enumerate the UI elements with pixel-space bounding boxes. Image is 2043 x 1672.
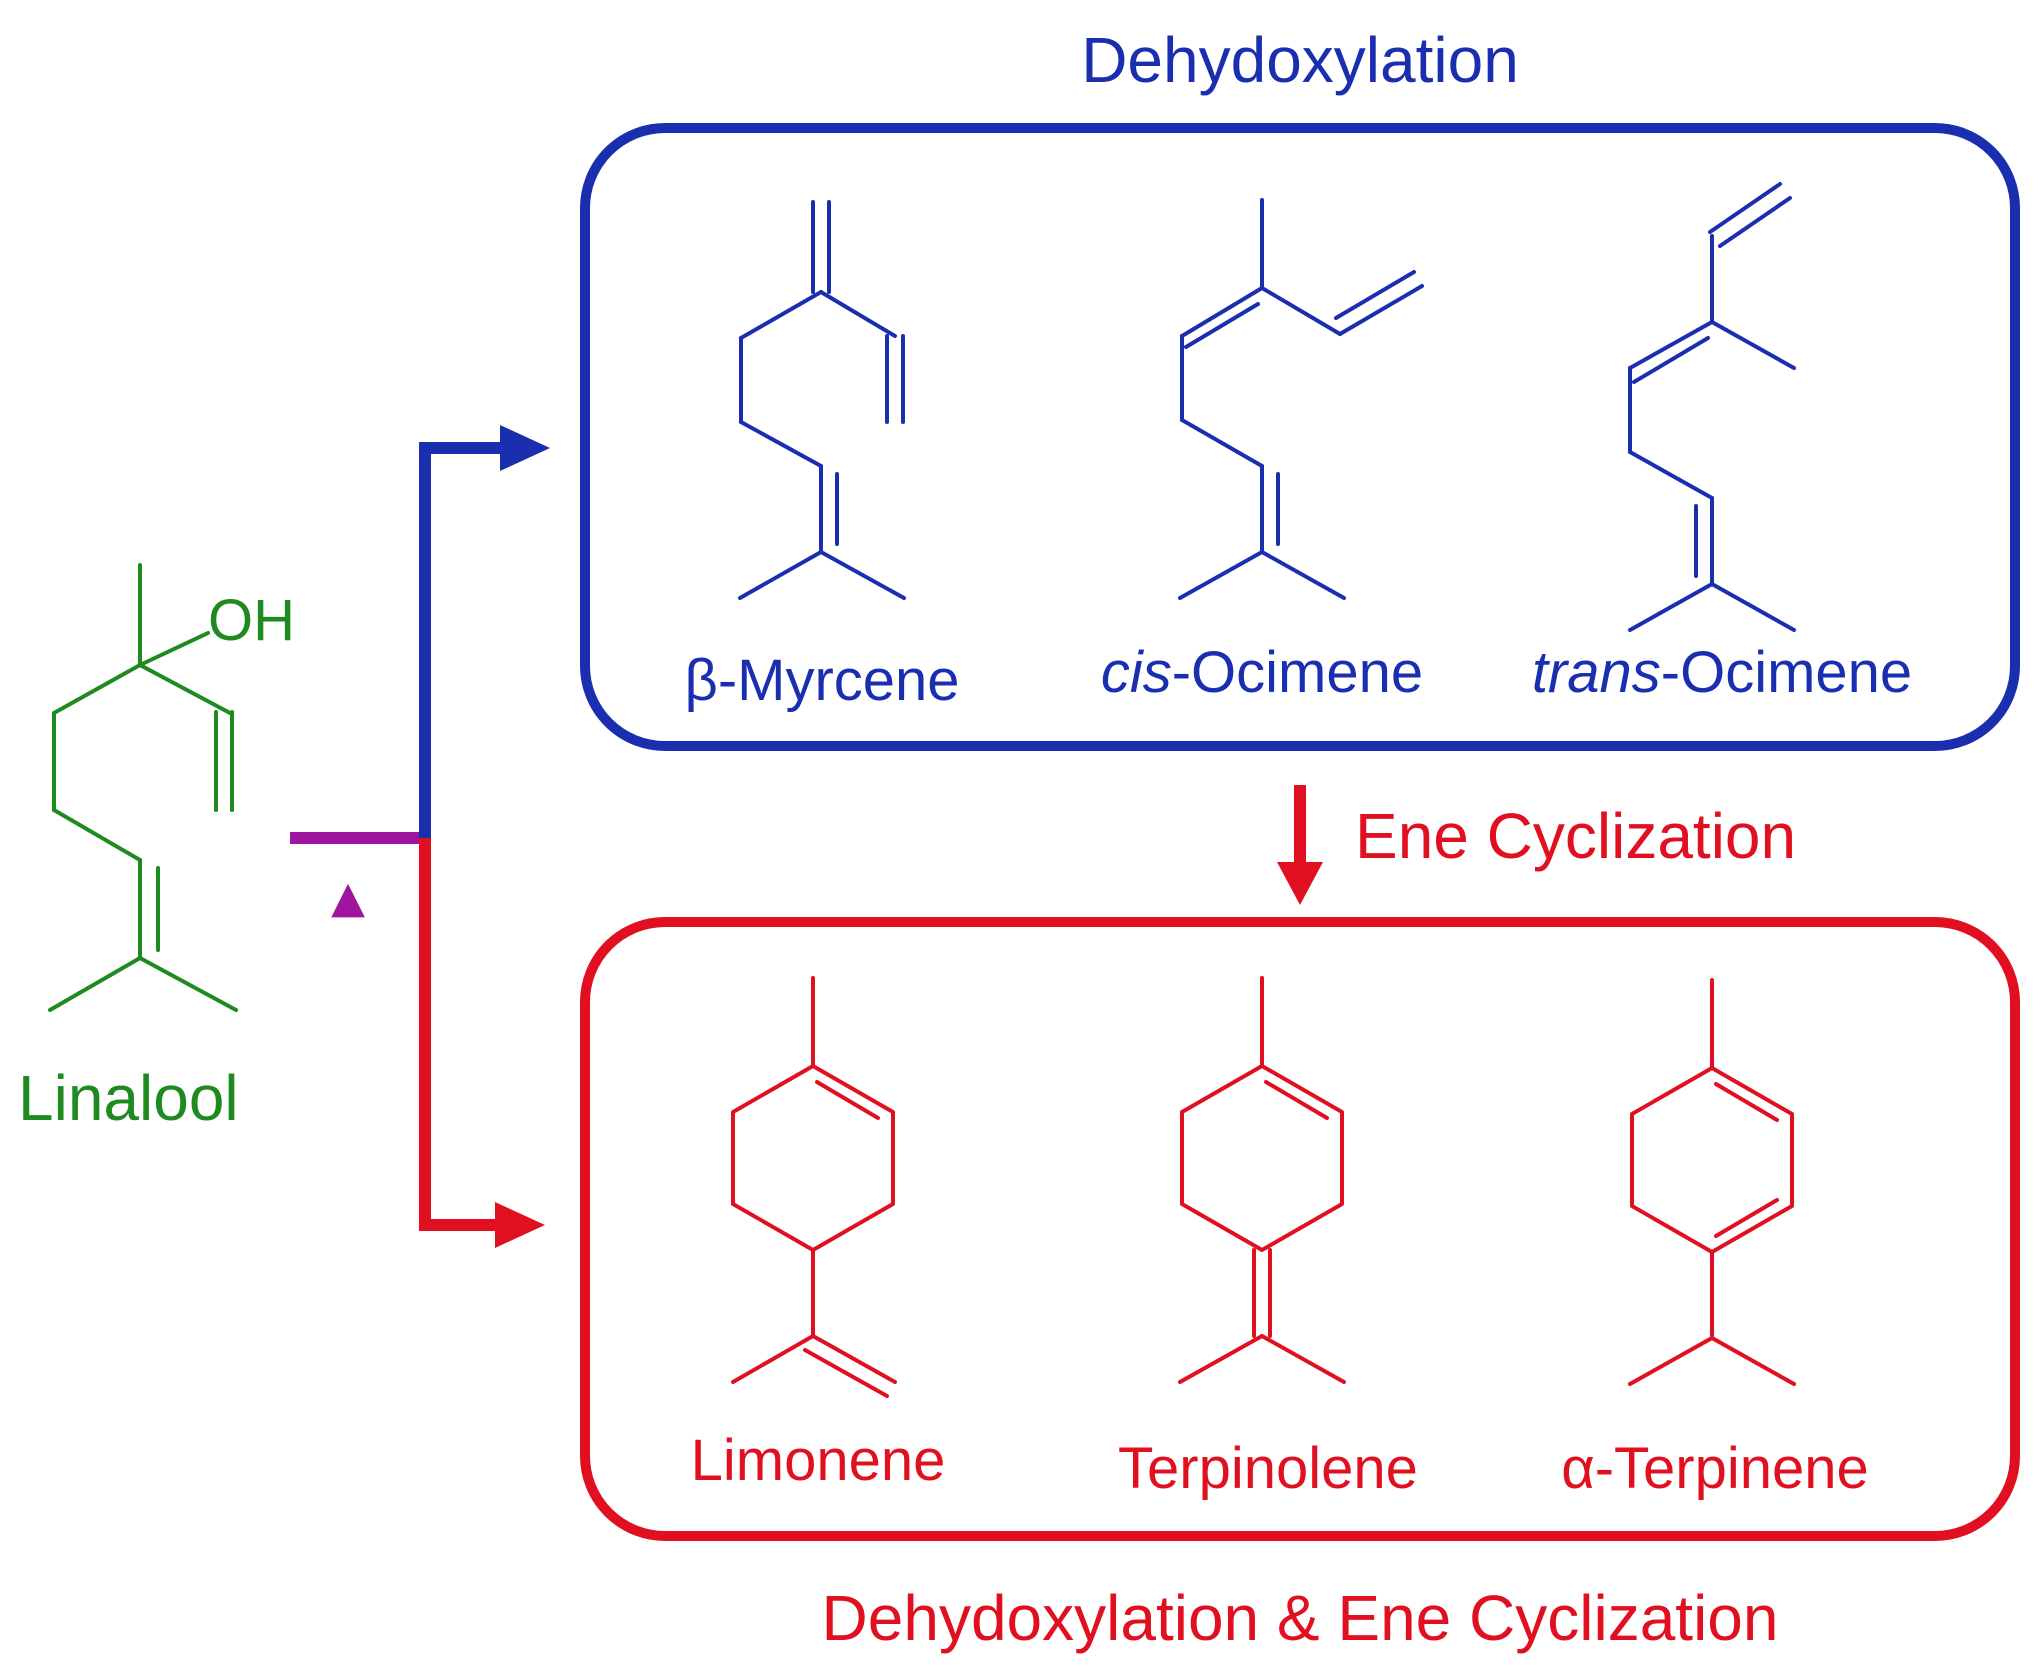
trans-ocimene-label: trans-Ocimene <box>1532 640 1912 705</box>
trans-prefix: trans <box>1532 640 1661 705</box>
cis-ocimene-structure <box>1178 198 1424 600</box>
cis-ocimene-name: -Ocimene <box>1172 640 1423 705</box>
terpinolene-label: Terpinolene <box>1118 1436 1418 1501</box>
terpinolene-structure <box>1178 976 1346 1384</box>
trans-ocimene-structure <box>1628 182 1796 632</box>
myrcene-label: β-Myrcene <box>684 648 959 713</box>
limonene-structure <box>731 976 897 1398</box>
ene-cyclization-label: Ene Cyclization <box>1355 800 1796 872</box>
limonene-label: Limonene <box>691 1428 946 1493</box>
linalool-label: Linalool <box>18 1062 239 1134</box>
dehydroxylation-title: Dehydoxylation <box>1081 24 1519 96</box>
cis-prefix: cis <box>1101 640 1172 705</box>
red-branch-arrow <box>419 838 545 1248</box>
hydroxyl-label: OH <box>208 588 295 653</box>
ene-cyclization-arrow <box>1277 785 1323 905</box>
heat-symbol: ▲ <box>331 872 365 923</box>
cis-ocimene-label: cis-Ocimene <box>1101 640 1423 705</box>
dehydroxylation-box <box>580 123 2020 751</box>
myrcene-structure <box>738 200 906 600</box>
trans-ocimene-name: -Ocimene <box>1661 640 1912 705</box>
linalool-structure <box>48 563 238 1012</box>
cyclization-box <box>580 917 2020 1541</box>
blue-branch-arrow <box>419 425 550 838</box>
cyclization-title: Dehydoxylation & Ene Cyclization <box>822 1582 1779 1654</box>
alpha-terpinene-label: α-Terpinene <box>1561 1436 1869 1501</box>
alpha-terpinene-structure <box>1628 978 1796 1386</box>
